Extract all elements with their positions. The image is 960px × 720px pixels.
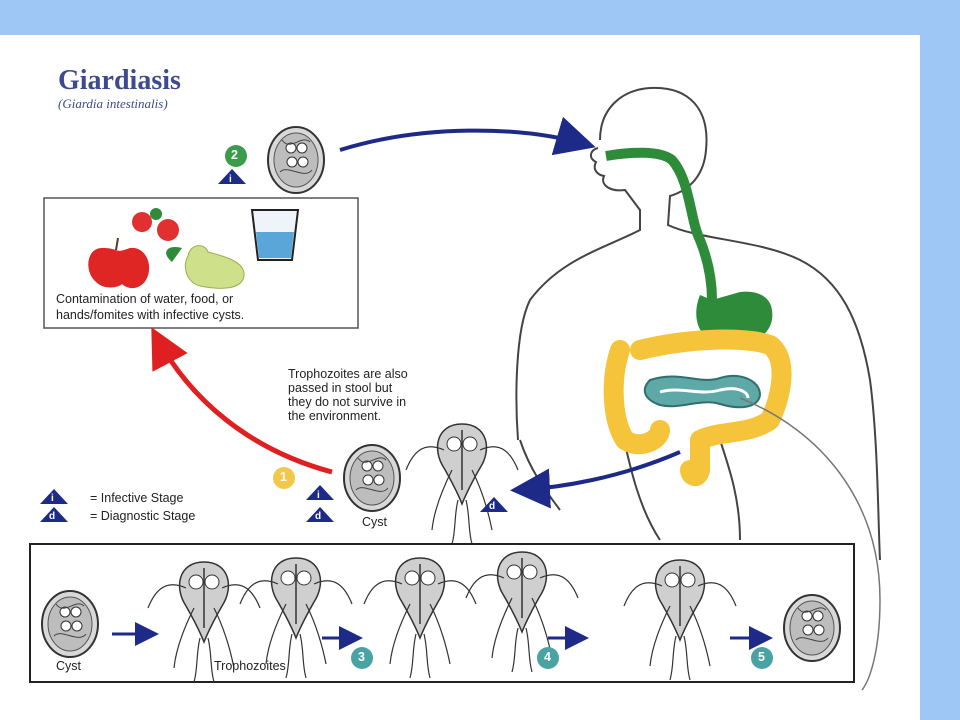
step-5-label: 5 bbox=[758, 650, 765, 664]
step-1-label: 1 bbox=[280, 470, 287, 484]
badge-i-label: i bbox=[229, 174, 232, 185]
troph-note-line-4: the environment. bbox=[288, 409, 381, 423]
step-3-label: 3 bbox=[358, 650, 365, 664]
diagram-subtitle: (Giardia intestinalis) bbox=[58, 96, 168, 111]
badge-d-2-label: d bbox=[489, 501, 496, 512]
panel-trophozoites-label: Trophozoites bbox=[214, 659, 286, 673]
contamination-text-line-1: Contamination of water, food, or bbox=[56, 292, 233, 306]
step-2-label: 2 bbox=[231, 148, 238, 162]
raspberries-icon bbox=[132, 208, 179, 241]
step-3-marker bbox=[351, 647, 373, 669]
contamination-text-line-2: hands/fomites with infective cysts. bbox=[56, 308, 244, 322]
legend-diagnostic: = Diagnostic Stage bbox=[90, 509, 195, 523]
pear-icon bbox=[166, 245, 245, 289]
diagram-title: Giardiasis bbox=[58, 65, 181, 96]
apple-icon bbox=[88, 237, 150, 289]
badge-d-label: d bbox=[315, 511, 322, 522]
step-2-marker bbox=[225, 145, 247, 167]
troph-note-line-3: they do not survive in bbox=[288, 395, 406, 409]
legend-infective-badge-icon bbox=[40, 489, 68, 504]
cyst-label: Cyst bbox=[362, 515, 388, 529]
gut-to-panel-line bbox=[739, 397, 881, 691]
step-4-label: 4 bbox=[544, 650, 551, 664]
step-4-marker bbox=[537, 647, 559, 669]
replication-panel bbox=[29, 543, 855, 683]
ingestion-arrow bbox=[339, 116, 596, 156]
legend-infective: = Infective Stage bbox=[90, 491, 184, 505]
infective-badge-2-icon bbox=[306, 485, 334, 500]
troph-note-line-2: passed in stool but bbox=[288, 381, 393, 395]
step-5-marker bbox=[751, 647, 773, 669]
panel-new-cyst-icon bbox=[783, 594, 841, 662]
legend-badge-i-label: i bbox=[51, 493, 54, 504]
excretion-arrow bbox=[510, 450, 681, 509]
infective-badge-icon bbox=[218, 169, 246, 184]
panel-cyst-label: Cyst bbox=[56, 659, 82, 673]
badge-i-2-label: i bbox=[317, 490, 320, 501]
step-1-marker bbox=[273, 467, 295, 489]
infective-cyst-icon bbox=[267, 126, 325, 194]
return-to-environment-arrow bbox=[151, 327, 333, 475]
legend-badge-d-label: d bbox=[49, 511, 56, 522]
water-glass-icon bbox=[250, 209, 300, 261]
passed-cyst-icon bbox=[343, 444, 401, 512]
passed-trophozoite-icon bbox=[405, 423, 519, 545]
panel-cyst-icon bbox=[41, 590, 99, 658]
troph-note-line-1: Trophozoites are also bbox=[288, 367, 408, 381]
